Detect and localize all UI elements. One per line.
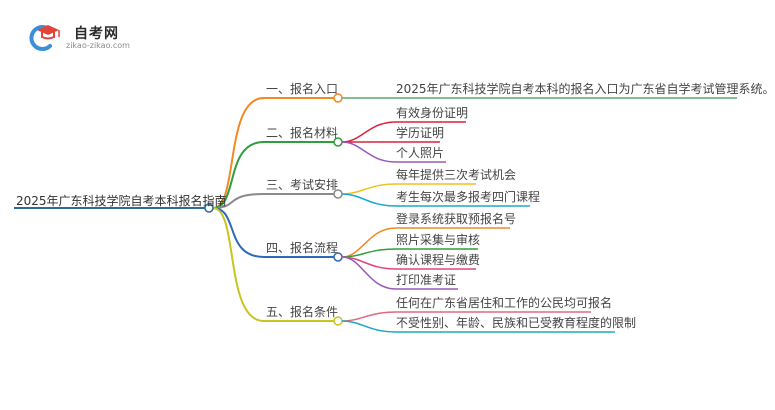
mindmap-root-label: 2025年广东科技学院自考本科报名指南 [16, 194, 227, 208]
site-logo[interactable]: 自考网 zikao-zikao.com [28, 22, 168, 54]
branch-5-label: 五、报名条件 [266, 305, 339, 319]
leaf-4-4: 打印准考证 [396, 273, 457, 287]
branch-5-curve [212, 207, 265, 322]
branch-1-label: 一、报名入口 [266, 82, 339, 96]
leaf-4-1: 登录系统获取预报名号 [396, 212, 517, 226]
leaf-1-1: 2025年广东科技学院自考本科的报名入口为广东省自学考试管理系统。 [396, 82, 775, 96]
leaf-5-1: 任何在广东省居住和工作的公民均可报名 [396, 296, 613, 310]
root-node [204, 203, 214, 213]
branch-4-label: 四、报名流程 [266, 241, 339, 255]
mindmap-connectors [14, 93, 737, 333]
leaf-2-3: 个人照片 [396, 146, 445, 160]
leaf-2-2: 学历证明 [396, 126, 445, 140]
leaf-3-2-curve [341, 193, 397, 207]
leaf-2-1: 有效身份证明 [396, 106, 469, 120]
leaf-3-2: 考生每次最多报考四门课程 [396, 190, 541, 204]
branch-3-curve [212, 193, 265, 209]
leaf-3-1-curve [341, 183, 397, 195]
branch-2-label: 二、报名材料 [266, 126, 339, 140]
leaf-5-2-curve [341, 320, 397, 333]
leaf-2-1-curve [341, 121, 397, 143]
leaf-2-3-curve [341, 141, 397, 163]
graduation-cap-icon [29, 25, 60, 51]
leaf-5-1-curve [341, 311, 397, 322]
leaf-4-3: 确认课程与缴费 [396, 253, 481, 267]
branch-3-label: 三、考试安排 [266, 178, 339, 192]
leaf-4-2: 照片采集与审核 [396, 233, 481, 247]
branch-1-curve [212, 97, 265, 209]
leaf-4-2-curve [341, 248, 397, 258]
site-url: zikao-zikao.com [66, 41, 130, 50]
branch-4-curve [212, 207, 265, 258]
branch-2-curve [212, 141, 265, 209]
leaf-3-1: 每年提供三次考试机会 [396, 168, 517, 182]
site-name: 自考网 [74, 26, 119, 42]
leaf-5-2: 不受性别、年龄、民族和已受教育程度的限制 [396, 316, 637, 330]
leaf-4-4-curve [341, 256, 397, 290]
